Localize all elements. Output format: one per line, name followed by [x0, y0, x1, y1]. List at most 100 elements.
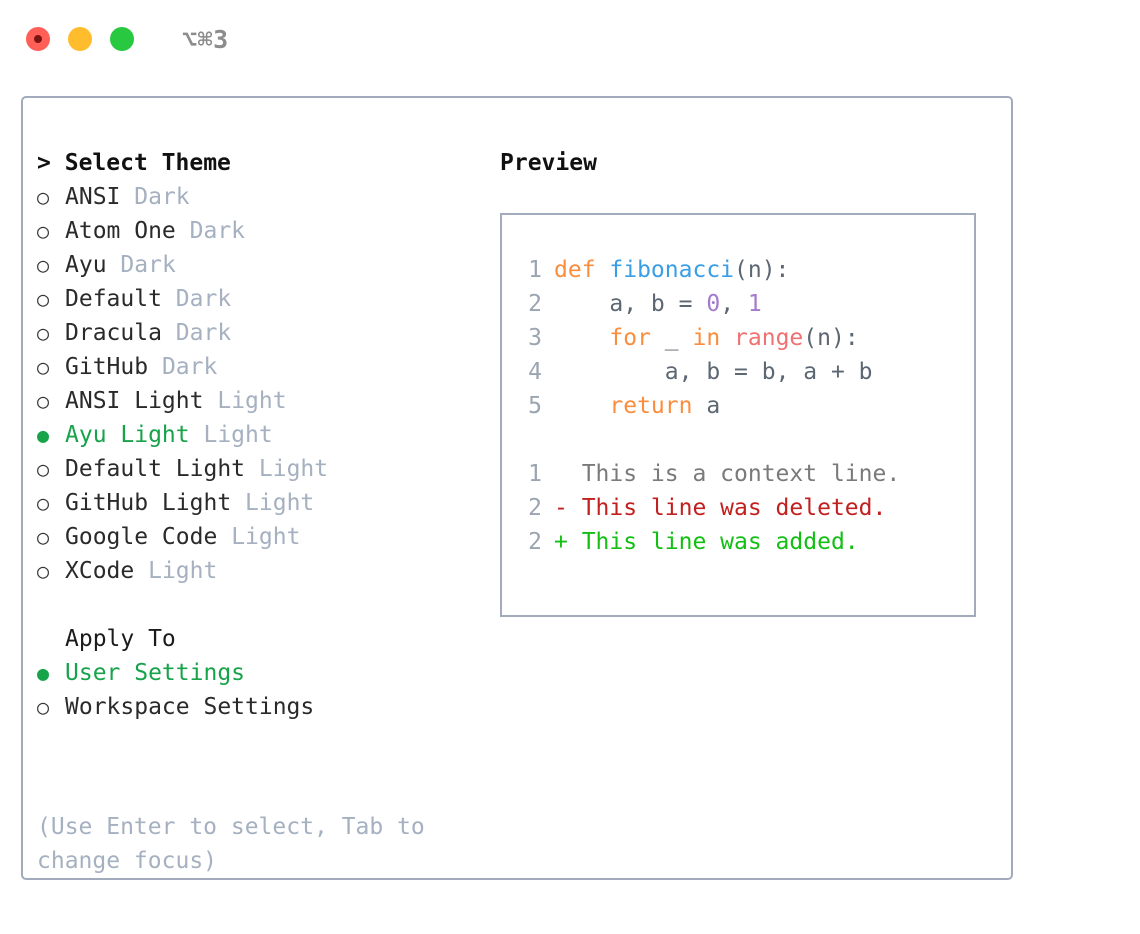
- theme-variant: Dark: [120, 252, 176, 278]
- radio-icon: ○: [37, 559, 50, 583]
- apply-to-label: Workspace Settings: [65, 694, 315, 720]
- diff-line-deleted: 2 - This line was deleted.: [512, 491, 974, 525]
- theme-name: Ayu: [65, 252, 107, 278]
- theme-option-github[interactable]: ○GitHub Dark: [37, 350, 487, 384]
- theme-option-atom-one[interactable]: ○ Atom One Dark: [37, 214, 487, 248]
- theme-name: ANSI: [65, 184, 121, 210]
- theme-name: Atom One: [65, 218, 176, 244]
- theme-variant: Dark: [134, 184, 190, 210]
- code-line: 5 return a: [512, 389, 974, 423]
- theme-option-ayu[interactable]: ○ Ayu Dark: [37, 248, 487, 282]
- theme-name: XCode: [65, 558, 135, 584]
- apply-to-header: Apply To: [65, 626, 176, 652]
- line-number: 2: [528, 495, 542, 521]
- code-token: b, a: [761, 359, 831, 385]
- radio-icon: ○: [37, 491, 50, 515]
- theme-variant: Light: [203, 422, 273, 448]
- code-token: a, b: [554, 291, 679, 317]
- theme-option-default-light[interactable]: ○ Default Light Light: [37, 452, 487, 486]
- theme-name: Default Light: [65, 456, 246, 482]
- minimize-window-button[interactable]: [68, 27, 92, 51]
- theme-option-ansi[interactable]: ○ ANSI Dark: [37, 180, 487, 214]
- select-theme-header: > Select Theme: [37, 146, 487, 180]
- theme-option-default[interactable]: ○ Default Dark: [37, 282, 487, 316]
- code-token: range: [734, 325, 804, 351]
- theme-name: Dracula: [65, 320, 162, 346]
- code-token: [554, 389, 609, 423]
- line-number: 5: [528, 393, 542, 419]
- apply-to-option-user-settings[interactable]: ●User Settings: [37, 656, 487, 690]
- radio-icon: ○: [37, 457, 50, 481]
- radio-icon: ○: [37, 525, 50, 549]
- code-token: =: [678, 291, 707, 317]
- title-bar: ⌥⌘3: [0, 0, 1140, 78]
- preview-header: Preview: [500, 150, 597, 176]
- code-token: ,: [720, 291, 748, 317]
- code-token: a, b: [554, 359, 735, 385]
- list-spacer: [37, 588, 487, 622]
- theme-option-ayu-light[interactable]: ● Ayu Light Light: [37, 418, 487, 452]
- radio-icon: ○: [37, 355, 50, 379]
- theme-variant: Light: [148, 558, 218, 584]
- code-token: [554, 321, 609, 355]
- theme-variant: Light: [231, 524, 301, 550]
- theme-name: GitHub Light: [65, 490, 232, 516]
- diff-line-context: 1 This is a context line.: [512, 457, 974, 491]
- theme-name: ANSI Light: [65, 388, 204, 414]
- radio-icon-selected: ●: [37, 661, 50, 685]
- code-token: in: [692, 325, 735, 351]
- theme-option-google-code[interactable]: ○ Google Code Light: [37, 520, 487, 554]
- diff-text: - This line was deleted.: [554, 495, 887, 521]
- radio-icon: ○: [37, 287, 50, 311]
- radio-icon-selected: ●: [37, 423, 50, 447]
- code-token: (n):: [734, 257, 790, 283]
- theme-name: Default: [65, 286, 162, 312]
- diff-line-added: 2+ This line was added.: [512, 525, 974, 559]
- line-number: 4: [528, 359, 542, 385]
- theme-option-dracula[interactable]: ○Dracula Dark: [37, 316, 487, 350]
- theme-option-xcode[interactable]: ○ XCode Light: [37, 554, 487, 588]
- main-panel: > Select Theme ○ ANSI Dark ○ Atom One Dark…: [21, 96, 1013, 880]
- diff-text: This is a context line.: [554, 461, 901, 487]
- code-token: =: [734, 359, 762, 385]
- code-token: 1: [747, 291, 762, 317]
- theme-name: Google Code: [65, 524, 218, 550]
- line-number: 1: [528, 461, 542, 487]
- code-token: (n):: [803, 325, 859, 351]
- code-line: 2 a, b = 0, 1: [512, 287, 974, 321]
- code-token: 0: [706, 291, 721, 317]
- theme-name: Ayu Light: [65, 422, 190, 448]
- keyboard-hint-text: (Use Enter to select, Tab to change focu…: [37, 814, 425, 874]
- code-token: def: [554, 257, 610, 283]
- line-number: 1: [528, 257, 542, 283]
- theme-selector-column: > Select Theme ○ ANSI Dark ○ Atom One Dark…: [37, 146, 487, 724]
- apply-to-option-workspace-settings[interactable]: ○ Workspace Settings: [37, 690, 487, 724]
- theme-variant: Dark: [175, 286, 232, 312]
- theme-variant: Light: [217, 388, 287, 414]
- theme-option-github-light[interactable]: ○ GitHub Light Light: [37, 486, 487, 520]
- code-line: 3 for _ in range(n):: [512, 321, 974, 355]
- code-token: a: [706, 393, 721, 419]
- close-window-button[interactable]: [26, 27, 50, 51]
- code-token: b: [858, 359, 873, 385]
- radio-icon: ○: [37, 253, 50, 277]
- code-token: _: [664, 325, 693, 351]
- theme-variant: Dark: [189, 218, 246, 244]
- theme-variant: Light: [258, 456, 329, 482]
- maximize-window-button[interactable]: [110, 27, 134, 51]
- theme-variant: Light: [245, 490, 315, 516]
- line-number: 2: [528, 291, 542, 317]
- radio-icon: ○: [37, 321, 50, 345]
- radio-icon: ○: [37, 185, 50, 209]
- caret-icon: >: [37, 150, 51, 176]
- window-title: ⌥⌘3: [182, 24, 229, 54]
- code-token: +: [830, 359, 859, 385]
- radio-icon: ○: [37, 219, 50, 243]
- theme-option-ansi-light[interactable]: ○ANSI Light Light: [37, 384, 487, 418]
- radio-icon: ○: [37, 695, 50, 719]
- code-line: 4 a, b = b, a + b: [512, 355, 974, 389]
- code-token: return: [609, 393, 707, 419]
